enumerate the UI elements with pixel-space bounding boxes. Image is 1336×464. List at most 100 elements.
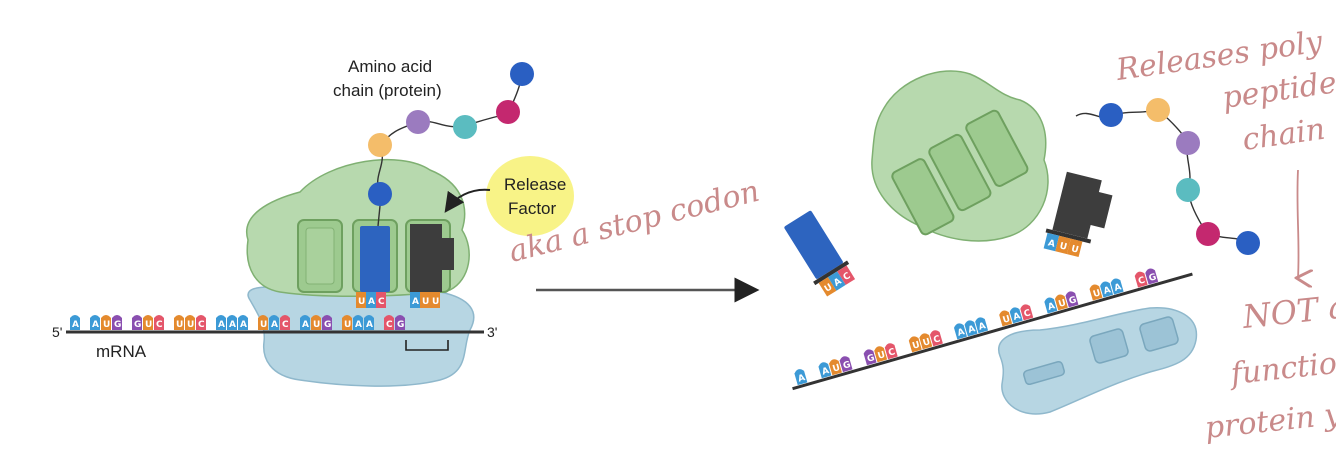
release-factor-label-line2: Factor: [508, 199, 557, 218]
nucleotide: [384, 315, 394, 330]
nucleotide-letter: A: [271, 320, 278, 330]
stop-codon-bracket: [405, 340, 449, 351]
nucleotide: [929, 330, 943, 347]
mrna-label: mRNA: [96, 342, 147, 361]
nucleotide: [1089, 284, 1103, 301]
nucleotide-letter: G: [1148, 272, 1158, 284]
nucleotide: [216, 315, 226, 330]
nucleotide: [1009, 307, 1023, 324]
nucleotide: [1145, 268, 1159, 285]
polypeptide-bead: [1146, 98, 1170, 122]
nucleotide-letter: C: [282, 320, 289, 330]
svg-text:U: U: [823, 282, 835, 294]
nucleotide-letter: A: [218, 320, 225, 330]
svg-text:U: U: [1058, 241, 1068, 252]
nucleotide: [269, 315, 279, 330]
nucleotide-letter: A: [240, 320, 247, 330]
nucleotide: [999, 310, 1013, 327]
p-site-anticodon: U A C: [356, 292, 386, 308]
nucleotide-letter: U: [1057, 298, 1067, 310]
nucleotide: [364, 315, 374, 330]
svg-text:C: C: [378, 297, 385, 307]
nucleotide: [90, 315, 100, 330]
nucleotide: [1110, 278, 1124, 295]
nucleotide-letter: A: [366, 320, 373, 330]
polypeptide-bead: [1176, 178, 1200, 202]
nucleotide: [794, 369, 808, 386]
release-factor-highlight: [486, 156, 574, 236]
nucleotide-letter: G: [324, 320, 331, 330]
not-functional-line2: functional: [1227, 341, 1336, 392]
nucleotide: [919, 333, 933, 350]
nucleotide: [174, 315, 184, 330]
polypeptide-bead: [1196, 222, 1220, 246]
amino-acid-bead: [510, 62, 534, 86]
released-trna: U A C: [784, 210, 856, 297]
nucleotide: [258, 315, 268, 330]
released-mrna-strand: [792, 272, 1193, 391]
nucleotide: [238, 315, 248, 330]
nucleotide: [975, 317, 989, 334]
handwritten-notes-right: Releases poly peptide chain NOT a functi…: [1113, 24, 1336, 446]
nucleotide-letter: C: [198, 320, 205, 330]
nucleotide: [964, 320, 978, 337]
amino-acid-bead: [453, 115, 477, 139]
nucleotide-letter: C: [932, 334, 941, 346]
nucleotide: [1020, 304, 1034, 321]
nucleotide: [874, 346, 888, 363]
nucleotide: [1134, 271, 1148, 288]
nucleotide: [818, 362, 832, 379]
three-prime-label: 3': [487, 324, 497, 340]
nucleotide-letter: U: [103, 320, 110, 330]
nucleotide-letter: A: [92, 320, 99, 330]
nucleotide-letter: C: [156, 320, 163, 330]
nucleotide-letter: A: [229, 320, 236, 330]
nucleotide-letter: A: [355, 320, 362, 330]
nucleotide: [1044, 297, 1058, 314]
svg-text:U: U: [422, 297, 429, 307]
nucleotide-letter: U: [344, 320, 351, 330]
nucleotide: [342, 315, 352, 330]
svg-text:A: A: [412, 297, 419, 307]
nucleotide-letter: A: [797, 373, 806, 385]
nucleotide: [353, 315, 363, 330]
nucleotide: [132, 315, 142, 330]
nucleotide-letter: A: [967, 324, 976, 336]
nucleotide-letter: A: [978, 321, 987, 333]
nucleotide-letter: U: [1092, 288, 1102, 300]
nucleotide: [280, 315, 290, 330]
nucleotide: [954, 323, 967, 340]
nucleotide-letter: G: [1068, 295, 1078, 307]
nucleotide: [196, 315, 206, 330]
nucleotide: [829, 359, 842, 376]
nucleotide-letter: U: [1002, 314, 1012, 326]
release-factor-arrow: [444, 188, 491, 213]
nucleotide-letter: G: [866, 353, 876, 365]
svg-text:U: U: [358, 297, 365, 307]
left-panel: U A C A U U Amino acid chain (protein) R…: [52, 57, 574, 387]
nucleotide: [185, 315, 195, 330]
nucleotide: [908, 336, 922, 353]
nucleotide-letter: U: [922, 337, 932, 349]
nucleotide-letter: A: [1113, 282, 1122, 294]
polypeptide-bead: [1236, 231, 1260, 255]
nucleotide-letter: U: [877, 350, 887, 362]
a-site-anticodon: A U U: [410, 292, 440, 308]
nucleotide: [1100, 281, 1114, 298]
nucleotide-letter: A: [1012, 311, 1021, 323]
nucleotide-letter: G: [842, 360, 852, 372]
polypeptide-bead: [1099, 103, 1123, 127]
nucleotide: [884, 343, 898, 360]
nucleotide-letter: U: [187, 320, 194, 330]
nucleotide-letter: U: [176, 320, 183, 330]
nucleotide-letter: U: [260, 320, 267, 330]
nucleotide-letter: U: [145, 320, 152, 330]
five-prime-label: 5': [52, 324, 62, 340]
nucleotide: [112, 315, 122, 330]
nucleotide-letter: A: [1103, 285, 1112, 297]
nucleotide-letter: A: [956, 327, 965, 339]
nucleotide-letter: U: [911, 340, 921, 352]
